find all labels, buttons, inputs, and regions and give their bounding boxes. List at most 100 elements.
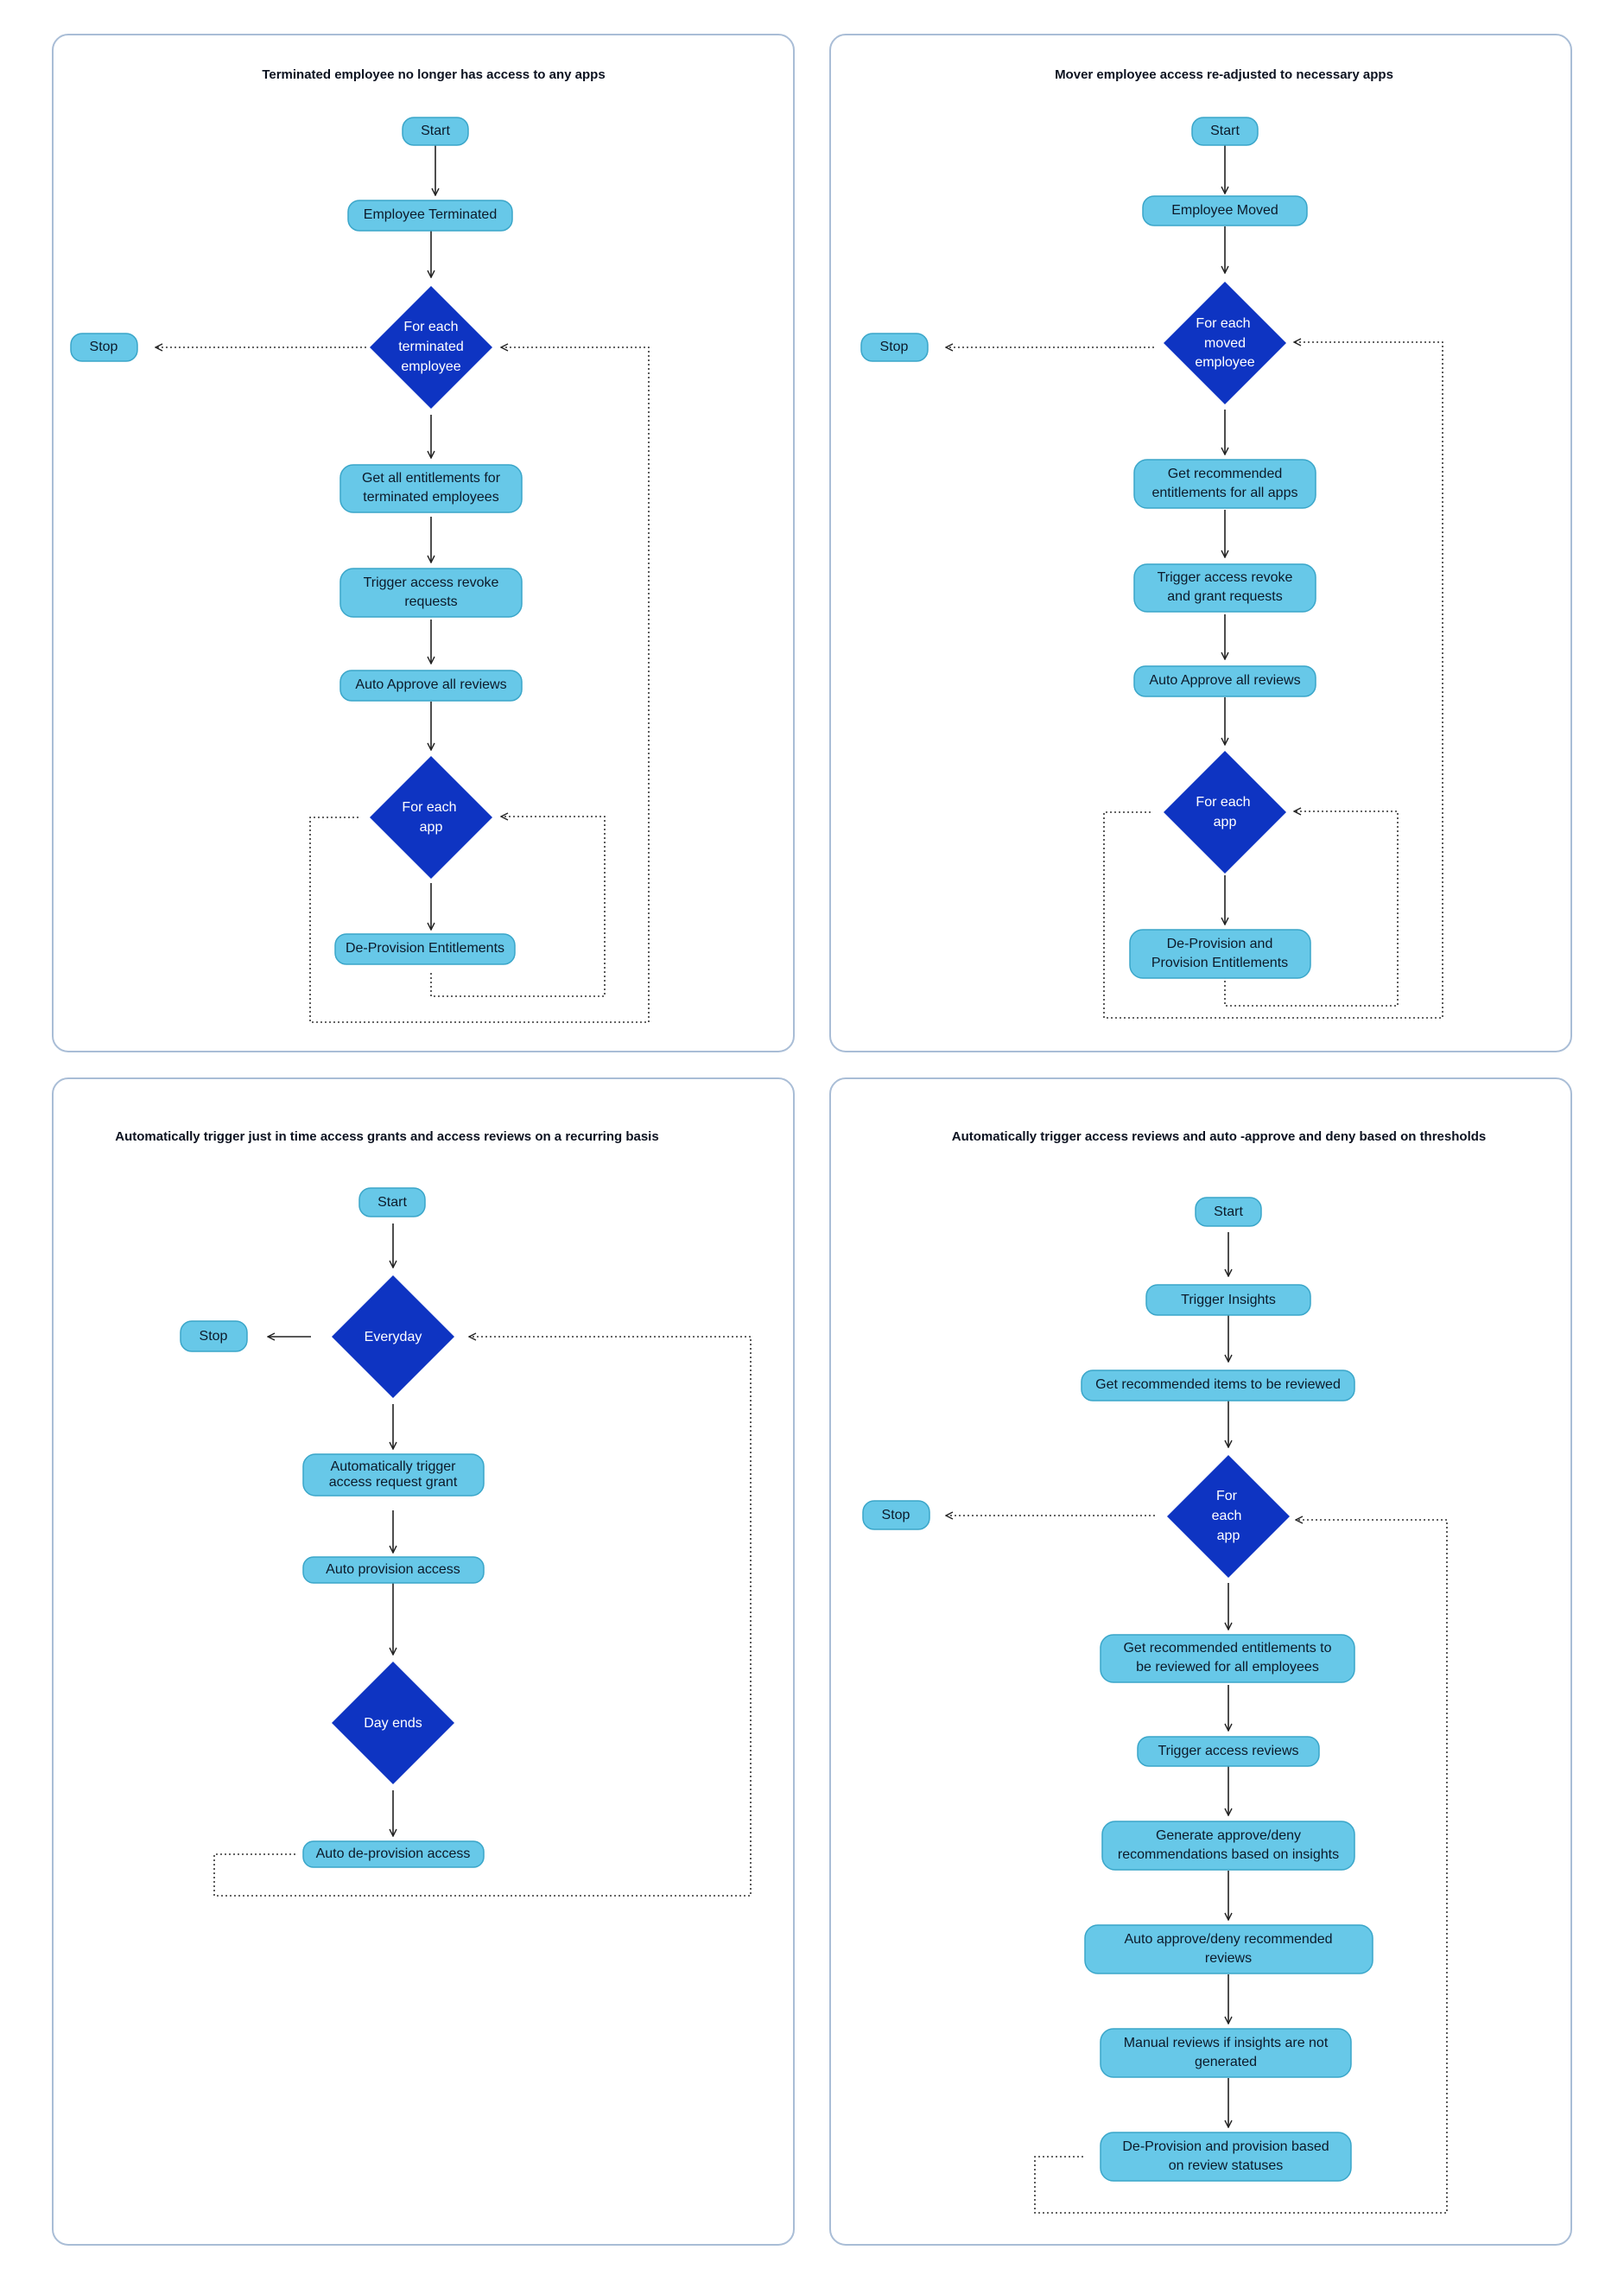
node-label: Get recommended entitlements to	[1123, 1641, 1331, 1656]
node-label: Auto approve/deny recommended	[1124, 1932, 1332, 1947]
node-label: Trigger Insights	[1181, 1293, 1276, 1307]
panel-frame	[829, 34, 1572, 1052]
node-label: reviews	[1205, 1951, 1252, 1966]
deprovision-provision-node: De-Provision and Provision Entitlements	[1129, 929, 1311, 979]
start-label: Start	[421, 124, 450, 138]
panel-mover: Mover employee access re-adjusted to nec…	[829, 34, 1572, 1052]
for-each-terminated-employee-decision: For each terminated employee	[370, 286, 492, 409]
start-label: Start	[1214, 1204, 1243, 1219]
decision-label: Everyday	[365, 1330, 422, 1344]
start-node: Start	[402, 117, 469, 146]
outer-loop-back	[1103, 342, 1443, 1019]
for-each-app-decision: For each app	[370, 756, 492, 879]
trigger-grant-node: Automatically trigger access request gra…	[302, 1453, 485, 1497]
node-label: Get recommended items to be reviewed	[1095, 1377, 1341, 1392]
node-label: Auto Approve all reviews	[1149, 673, 1300, 688]
panel-thresholds: Automatically trigger access reviews and…	[829, 1077, 1572, 2246]
decision-label: For each	[1196, 316, 1250, 331]
panel-frame	[52, 1077, 795, 2246]
panel-title: Mover employee access re-adjusted to nec…	[1055, 67, 1393, 82]
node-label: entitlements for all apps	[1152, 486, 1298, 500]
node-label: Auto provision access	[326, 1562, 460, 1577]
get-recommended-entitlements-node: Get recommended entitlements to be revie…	[1100, 1634, 1355, 1683]
generate-recommendations-node: Generate approve/deny recommendations ba…	[1101, 1821, 1355, 1871]
panel-title: Automatically trigger just in time acces…	[115, 1129, 658, 1144]
node-label: De-Provision and provision based	[1122, 2139, 1329, 2154]
everyday-decision: Everyday	[332, 1275, 454, 1398]
get-recommended-node: Get recommended entitlements for all app…	[1133, 459, 1316, 509]
stop-node: Stop	[860, 333, 929, 362]
decision-label: app	[1214, 815, 1237, 829]
for-each-app-decision: For each app	[1164, 751, 1286, 874]
panel-title: Terminated employee no longer has access…	[262, 67, 605, 82]
stop-label: Stop	[200, 1329, 228, 1344]
node-label: Automatically trigger	[331, 1459, 457, 1474]
stop-node: Stop	[180, 1320, 248, 1352]
decision-label: For each	[403, 320, 458, 334]
decision-label: employee	[401, 359, 460, 374]
node-label: Generate approve/deny	[1156, 1828, 1301, 1843]
start-node: Start	[358, 1187, 426, 1217]
node-label: Get all entitlements for	[362, 471, 501, 486]
node-label: Auto Approve all reviews	[355, 677, 506, 692]
get-items-node: Get recommended items to be reviewed	[1081, 1370, 1355, 1401]
node-label: on review statuses	[1169, 2158, 1284, 2173]
node-label: Trigger access reviews	[1158, 1744, 1298, 1758]
node-label: terminated employees	[363, 490, 498, 505]
manual-reviews-node: Manual reviews if insights are not gener…	[1100, 2028, 1352, 2078]
decision-label: For	[1216, 1489, 1238, 1503]
day-ends-decision: Day ends	[332, 1662, 454, 1784]
stop-label: Stop	[882, 1508, 910, 1522]
decision-label: each	[1212, 1509, 1242, 1523]
trigger-reviews-node: Trigger access reviews	[1137, 1736, 1320, 1767]
deprovision-node: De-Provision Entitlements	[334, 933, 516, 965]
node-label: Provision Entitlements	[1151, 956, 1288, 970]
employee-terminated-node: Employee Terminated	[347, 200, 513, 232]
decision-label: employee	[1195, 355, 1254, 370]
decision-label: For each	[402, 800, 456, 815]
trigger-revoke-grant-node: Trigger access revoke and grant requests	[1133, 563, 1316, 613]
employee-moved-node: Employee Moved	[1142, 195, 1308, 226]
trigger-insights-node: Trigger Insights	[1145, 1284, 1311, 1316]
auto-deprovision-node: Auto de-provision access	[302, 1840, 485, 1868]
panel-frame	[52, 34, 795, 1052]
decision-label: terminated	[398, 340, 464, 354]
panel-just-in-time: Automatically trigger just in time acces…	[52, 1077, 795, 2246]
decision-label: app	[420, 820, 443, 835]
node-label: De-Provision and	[1167, 937, 1273, 951]
decision-label: Day ends	[364, 1716, 422, 1731]
decision-label: app	[1217, 1529, 1240, 1543]
stop-node: Stop	[862, 1500, 930, 1530]
start-node: Start	[1191, 117, 1259, 146]
node-label: access request grant	[329, 1475, 458, 1490]
for-each-moved-employee-decision: For each moved employee	[1164, 282, 1286, 404]
stop-node: Stop	[70, 333, 138, 362]
outer-loop-back	[309, 347, 650, 1023]
for-each-app-decision: For each app	[1167, 1455, 1290, 1578]
loop-back	[1034, 1520, 1448, 2214]
decision-label: moved	[1204, 336, 1246, 351]
node-label: Get recommended	[1168, 467, 1283, 481]
node-label: requests	[404, 594, 457, 609]
stop-label: Stop	[90, 340, 118, 354]
auto-approve-node: Auto Approve all reviews	[1133, 665, 1316, 697]
node-label: Employee Moved	[1171, 203, 1278, 218]
panel-terminated: Terminated employee no longer has access…	[52, 34, 795, 1052]
decision-label: For each	[1196, 795, 1250, 810]
node-label: Auto de-provision access	[316, 1846, 471, 1861]
node-label: generated	[1195, 2055, 1257, 2069]
panel-title: Automatically trigger access reviews and…	[952, 1129, 1487, 1144]
auto-approve-deny-node: Auto approve/deny recommended reviews	[1084, 1924, 1373, 1974]
inner-loop-back	[430, 817, 606, 997]
node-label: Trigger access revoke	[364, 575, 499, 590]
stop-label: Stop	[880, 340, 909, 354]
get-entitlements-node: Get all entitlements for terminated empl…	[339, 464, 523, 513]
node-label: De-Provision Entitlements	[346, 941, 504, 956]
start-label: Start	[1210, 124, 1240, 138]
node-label: Employee Terminated	[364, 207, 497, 222]
start-node: Start	[1195, 1197, 1262, 1227]
node-label: and grant requests	[1167, 589, 1282, 604]
trigger-revoke-node: Trigger access revoke requests	[339, 568, 523, 618]
auto-provision-node: Auto provision access	[302, 1556, 485, 1584]
